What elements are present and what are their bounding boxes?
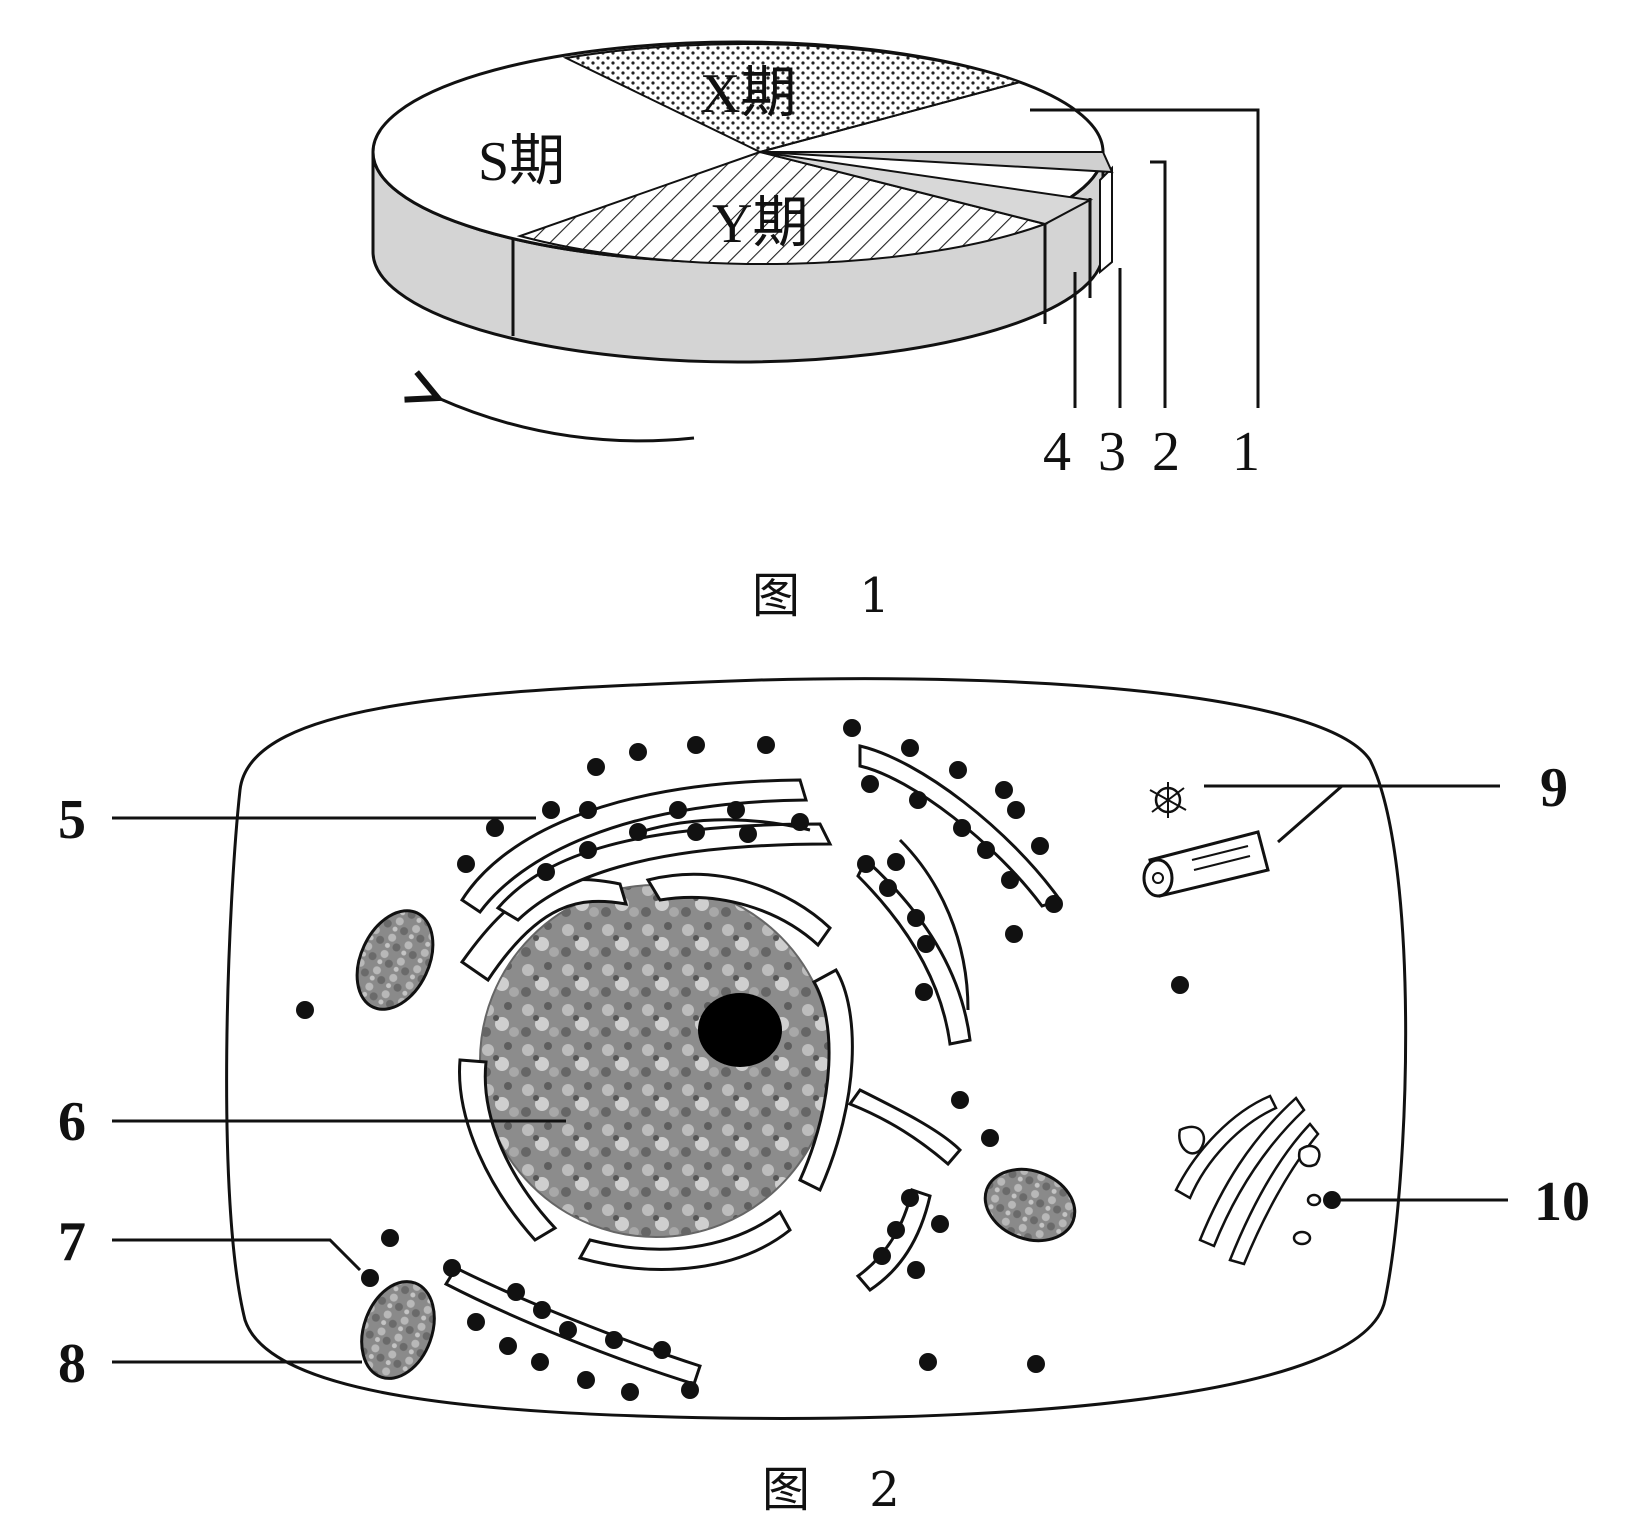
ribosomes [296, 719, 1341, 1401]
sector-label-y: Y期 [712, 193, 808, 255]
sector-label-x: X期 [700, 63, 796, 125]
nuclear-envelope [577, 1209, 792, 1271]
sector-x [562, 43, 1024, 154]
mitochondrion [355, 909, 435, 1011]
marker-9: 9 [1540, 757, 1568, 819]
marker-5: 5 [58, 789, 86, 851]
smooth-er [855, 1188, 932, 1292]
centrosome [1142, 782, 1270, 898]
nucleolus [698, 993, 782, 1067]
rough-er [459, 778, 809, 915]
mitochondrion [360, 1280, 436, 1380]
marker-6: 6 [58, 1091, 86, 1153]
marker-7: 7 [58, 1211, 86, 1273]
leader-line-9b [1277, 784, 1343, 844]
figure2-caption: 图 2 [762, 1462, 922, 1518]
leader-line-2 [1150, 160, 1167, 408]
marker-8: 8 [58, 1333, 86, 1395]
disc-side-strip [1099, 165, 1113, 275]
nuclear-envelope [645, 872, 832, 948]
marker-2: 2 [1152, 421, 1180, 483]
mitochondrion [983, 1167, 1077, 1243]
sector-y [516, 150, 1049, 266]
smooth-er [847, 1088, 963, 1167]
marker-10: 10 [1534, 1171, 1590, 1233]
marker-4: 4 [1043, 421, 1071, 483]
nucleus [479, 884, 833, 1238]
figure1-caption: 图 1 [752, 568, 912, 624]
golgi-apparatus [1174, 1094, 1322, 1266]
sector-2 [759, 151, 1114, 174]
rough-er [856, 857, 972, 1046]
animal-cell: 5 6 7 8 9 10 [58, 677, 1590, 1420]
sector-4 [759, 151, 1094, 226]
rough-er [639, 818, 811, 834]
nuclear-envelope [798, 967, 854, 1193]
rough-er [495, 822, 833, 922]
rotation-arrow [438, 398, 695, 443]
marker-1: 1 [1232, 421, 1260, 483]
rough-er [898, 838, 970, 1011]
cell-cycle-disc: X期 S期 Y期 4 3 2 1 [371, 40, 1260, 483]
leader-line-7 [112, 1238, 362, 1272]
sector-boundary [759, 81, 1021, 153]
leader-line-1 [1030, 108, 1260, 408]
sector-label-s: S期 [478, 131, 565, 193]
marker-3: 3 [1098, 421, 1126, 483]
